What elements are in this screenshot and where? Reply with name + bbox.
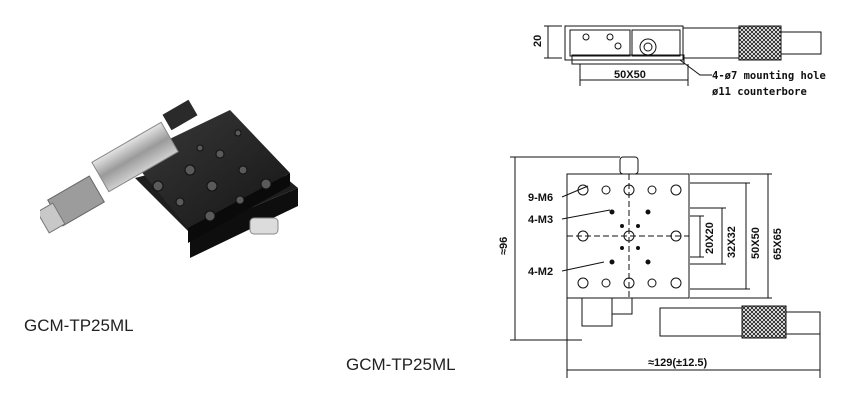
photo-caption: GCM-TP25ML: [24, 316, 134, 335]
drawing-caption: GCM-TP25ML: [346, 355, 456, 374]
dim-overall-length: ≈129(±12.5): [648, 357, 707, 369]
mounting-hole-note: 4-ø7 mounting hole: [712, 70, 826, 82]
dim-65x65: 65X65: [772, 228, 784, 260]
dim-base-50x50: 50X50: [614, 69, 646, 81]
dim-height-20: 20: [532, 35, 544, 47]
dim-overall-height: ≈96: [498, 237, 510, 255]
front-view: [510, 156, 821, 378]
thread-4-m2: 4-M2: [528, 266, 553, 278]
product-photo: [40, 99, 298, 258]
dim-50x50: 50X50: [750, 227, 762, 259]
thread-9-m6: 9-M6: [528, 192, 553, 204]
dim-32x32: 32X32: [726, 226, 738, 258]
top-view: [544, 25, 822, 86]
dim-20x20: 20X20: [704, 222, 716, 254]
counterbore-note: ø11 counterbore: [712, 86, 807, 98]
m6-hole-grid: [577, 184, 682, 289]
thread-4-m3: 4-M3: [528, 214, 553, 226]
